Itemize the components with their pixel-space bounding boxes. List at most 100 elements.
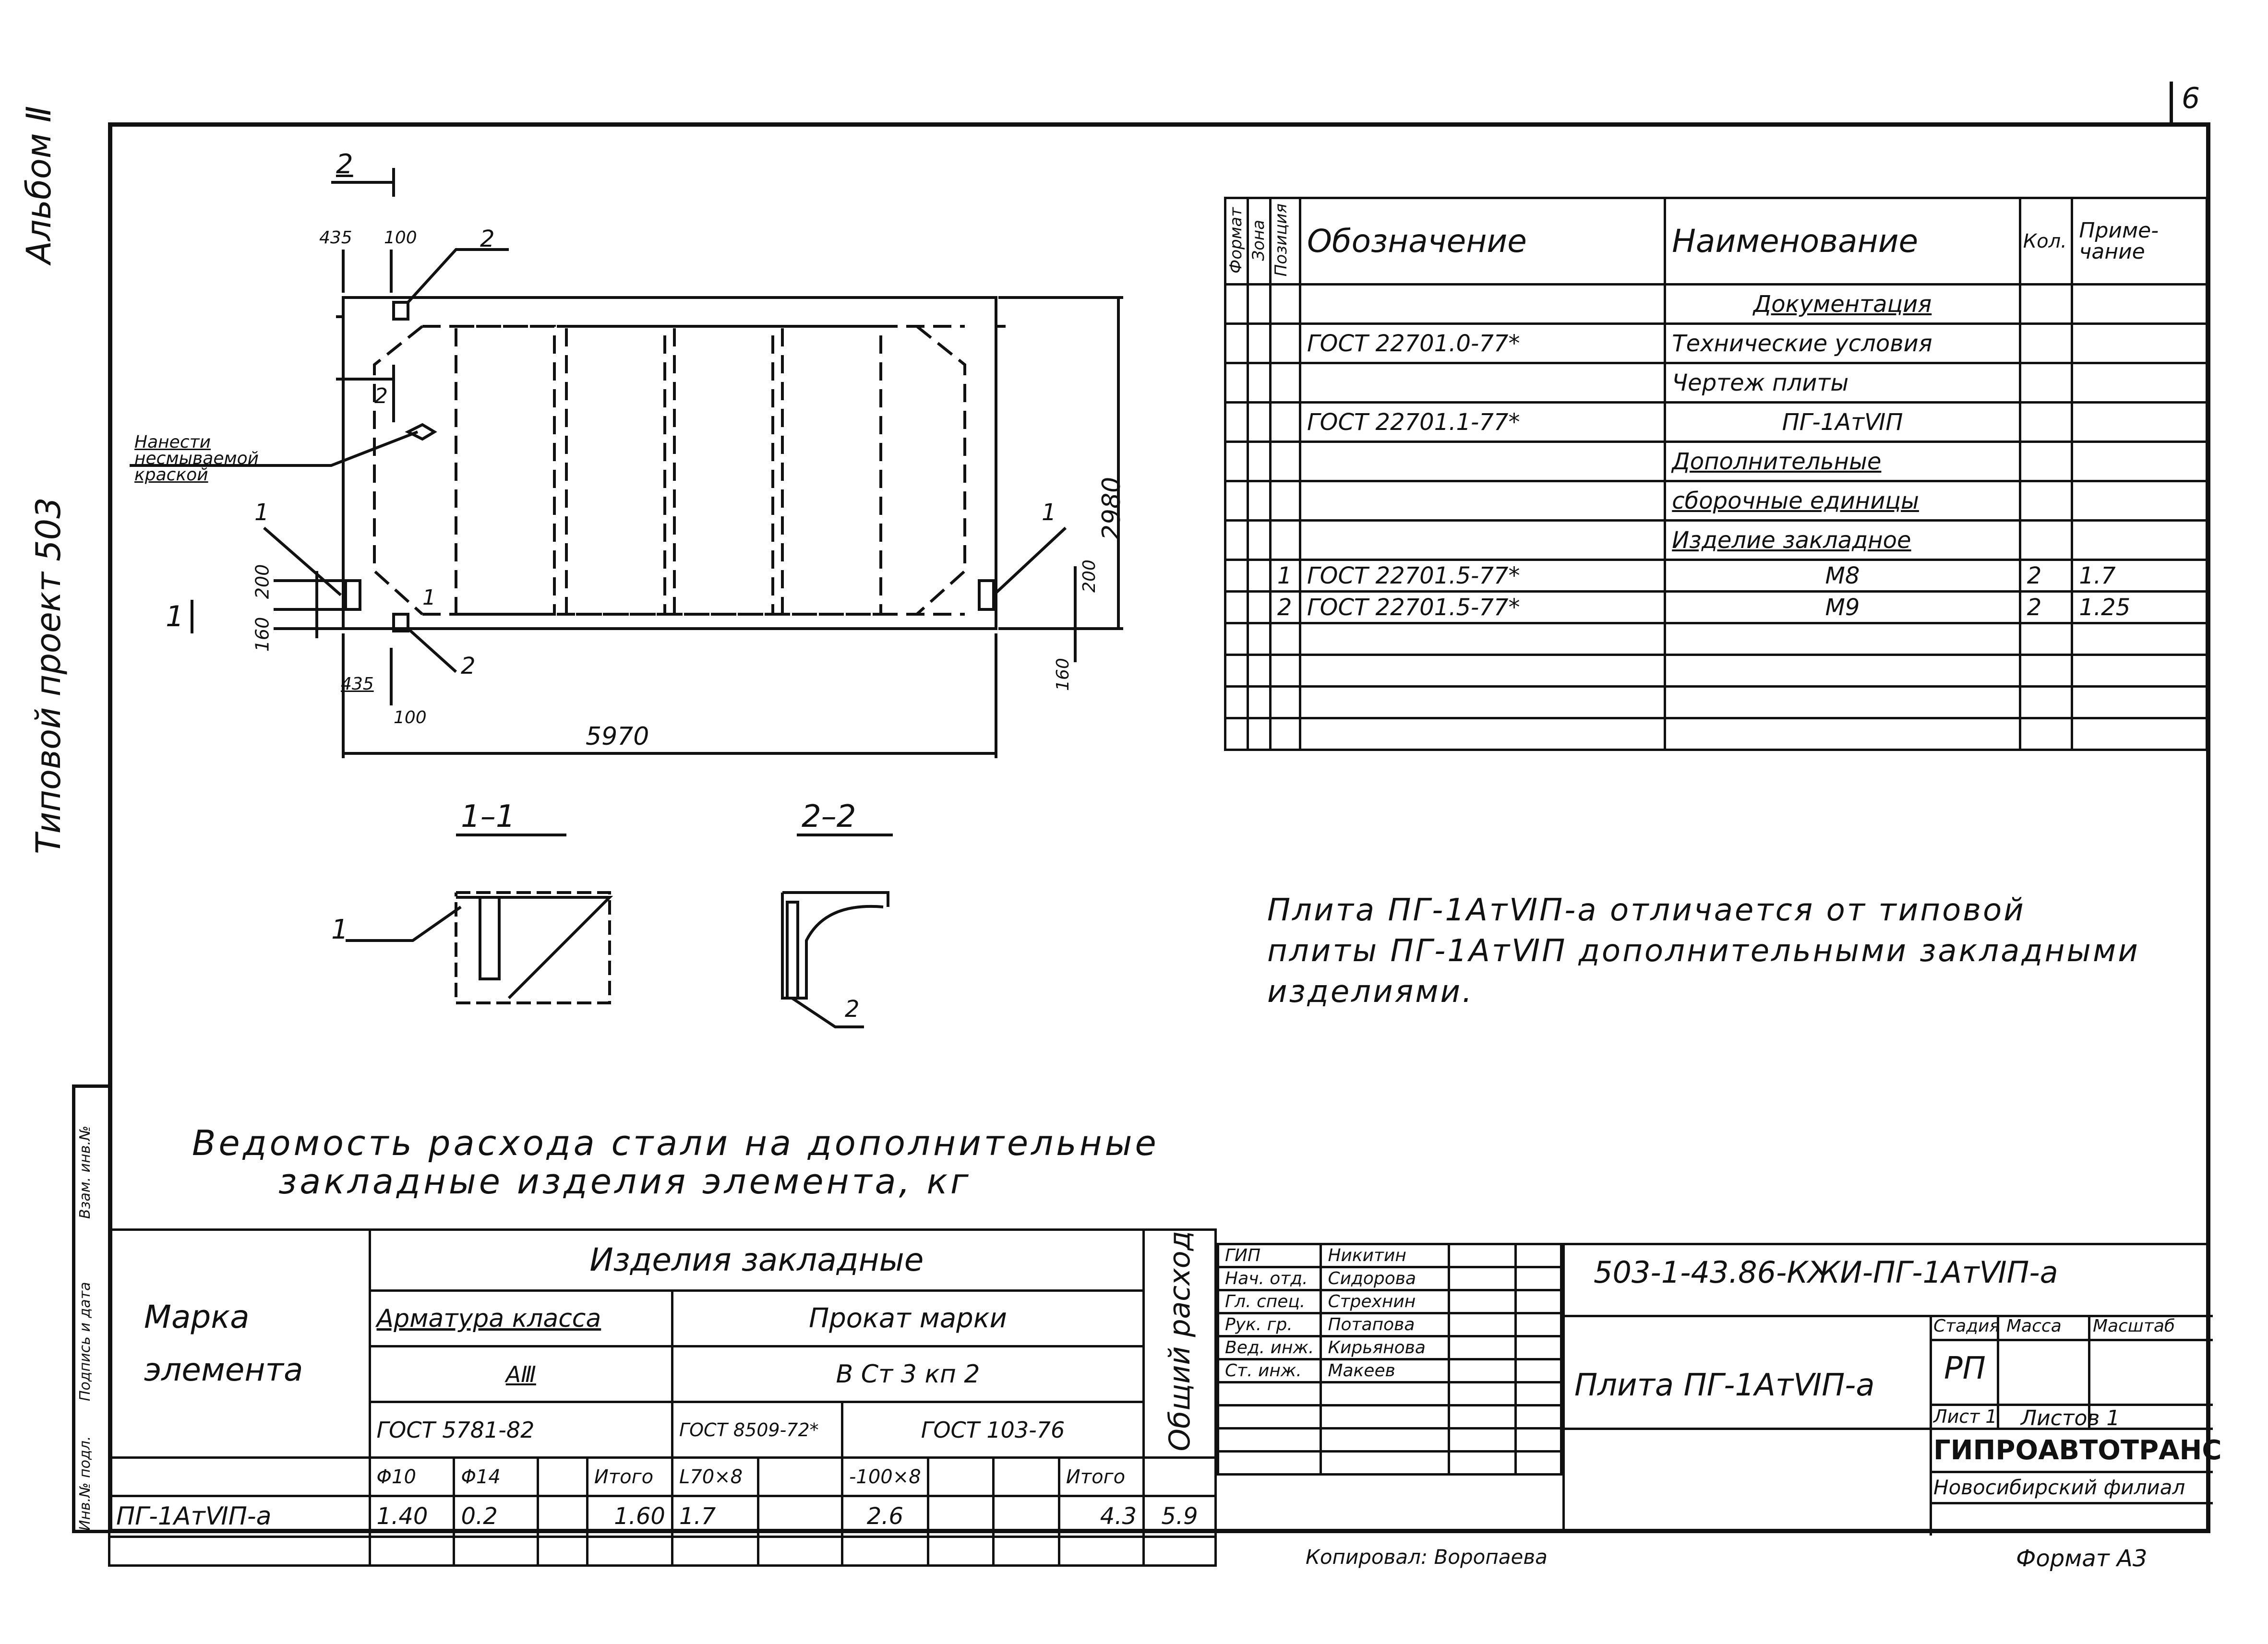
spec-designation: ГОСТ 22701.1-77*: [1298, 401, 1667, 443]
steel-cell: 0.2: [453, 1495, 539, 1538]
title-block-right: 503-1-43.86-КЖИ-ПГ-1АтⅥП-а Плита ПГ-1АтⅥ…: [1562, 1243, 2221, 1536]
steel-gost-rebar: ГОСТ 5781-82: [368, 1401, 673, 1459]
steel-table: Марка элемента Изделия закладные Общий р…: [108, 1228, 1217, 1567]
signer-role: Гл. спец.: [1216, 1289, 1322, 1314]
signer-name: Сидорова: [1320, 1266, 1451, 1291]
spec-qty: [2018, 441, 2074, 482]
spec-note: [2071, 441, 2208, 482]
spec-name: М8: [1664, 559, 2021, 593]
paint-mark-diamond: [405, 423, 437, 441]
dim-bottom-435: 435: [341, 674, 374, 694]
dim-200-right: 200: [1079, 560, 1099, 593]
signer-role: Ст. инж.: [1216, 1358, 1322, 1383]
dim-height: 2980: [1097, 477, 1127, 541]
spec-pos: [1269, 283, 1301, 325]
note-line-2: плиты ПГ-1АтⅥП дополнительными закладным…: [1267, 933, 2140, 969]
page-number-box: [2170, 82, 2214, 125]
steel-title-2: закладные изделия элемента, кг: [278, 1161, 972, 1202]
spec-pos: [1269, 401, 1301, 443]
scale-header: Масштаб: [2093, 1316, 2175, 1336]
doc-title: Плита ПГ-1АтⅥП-а: [1574, 1368, 1875, 1403]
section-2-mark: 2: [845, 996, 860, 1023]
steel-total-header: Общий расход: [1163, 1231, 1197, 1452]
spec-designation: [1298, 519, 1667, 561]
spec-name: ПГ-1АтⅥП: [1664, 401, 2021, 443]
spec-qty: [2018, 283, 2074, 325]
spec-table: Формат Зона Позиция Обозначение Наименов…: [1224, 197, 2208, 751]
paint-note: Нанести несмываемой краской: [134, 432, 259, 485]
spec-name: Чертеж плиты: [1664, 362, 2021, 404]
spec-pos: [1269, 362, 1301, 404]
dim-length: 5970: [586, 722, 649, 751]
steel-rolled: Прокат марки: [671, 1289, 1145, 1348]
spec-note: [2071, 480, 2208, 522]
signer-name: Кирьянова: [1320, 1335, 1451, 1360]
spec-row: Изделие закладное: [1224, 519, 2208, 561]
mark-2-section: 2: [374, 384, 388, 408]
signer-role: Вед. инж.: [1216, 1335, 1322, 1360]
dim-top-100: 100: [384, 228, 417, 248]
steel-cell: 1.40: [368, 1495, 456, 1538]
spec-designation: ГОСТ 22701.5-77*: [1298, 559, 1667, 593]
spec-h-note: Приме-чание: [2071, 197, 2208, 286]
plate-outline: [342, 296, 997, 630]
section-arrow-1-label: 1: [166, 600, 184, 633]
steel-gost-103: ГОСТ 103-76: [840, 1401, 1145, 1459]
steel-mark-header: Марка элемента: [108, 1228, 371, 1459]
spec-h-name: Наименование: [1664, 197, 2021, 286]
spec-designation: [1298, 441, 1667, 482]
spec-qty: [2018, 401, 2074, 443]
spec-note: [2071, 519, 2208, 561]
embedded-item-1-left: [344, 579, 361, 611]
steel-gost-8509: ГОСТ 8509-72*: [671, 1401, 843, 1459]
steel-rolled-grade: В Ст 3 кп 2: [671, 1345, 1145, 1404]
spec-row: ГОСТ 22701.0-77*Технические условия: [1224, 322, 2208, 364]
spec-h-format: Формат: [1226, 207, 1246, 274]
steel-row-mark: ПГ-1АтⅥП-а: [108, 1495, 371, 1538]
steel-embedded-header: Изделия закладные: [368, 1228, 1145, 1292]
spec-h-designation: Обозначение: [1298, 197, 1667, 286]
steel-data-row: ПГ-1АтⅥП-а 1.40 0.2 1.60 1.7 2.6 4.3 5.9: [108, 1495, 1217, 1538]
spec-h-position: Позиция: [1271, 203, 1291, 277]
dim-bottom-100: 100: [394, 708, 427, 727]
spec-designation: [1298, 480, 1667, 522]
spec-note: [2071, 283, 2208, 325]
section-arrow-2-label: 2: [336, 149, 353, 180]
signer-role: ГИП: [1216, 1243, 1322, 1268]
spec-row: [1224, 622, 2208, 656]
spec-row: ГОСТ 22701.1-77*ПГ-1АтⅥП: [1224, 401, 2208, 443]
spec-designation: ГОСТ 22701.5-77*: [1298, 590, 1667, 624]
spec-pos: [1269, 480, 1301, 522]
spec-name: М9: [1664, 590, 2021, 624]
dim-200-left: 200: [252, 564, 273, 599]
page-number: 6: [2182, 82, 2200, 115]
copier-caption: Копировал: Воропаева: [1306, 1545, 1548, 1569]
org-name: ГИПРОАВТОТРАНС: [1933, 1435, 2222, 1466]
mass-header: Масса: [2006, 1316, 2062, 1336]
signer-role: Нач. отд.: [1216, 1266, 1322, 1291]
spec-pos: [1269, 441, 1301, 482]
sheets-label: Листов 1: [2021, 1406, 2120, 1430]
signer-name: Потапова: [1320, 1312, 1451, 1337]
spec-row: [1224, 685, 2208, 719]
stage-header: Стадия: [1933, 1316, 2000, 1336]
note-line-1: Плита ПГ-1АтⅥП-а отличается от типовой: [1267, 893, 2026, 928]
note-line-3: изделиями.: [1267, 974, 1474, 1010]
plate-ribs: [373, 325, 966, 616]
spec-qty: [2018, 480, 2074, 522]
spec-note: 1.25: [2071, 590, 2208, 624]
side-stamp-box: [72, 1084, 112, 1533]
mark-1-right: 1: [1042, 499, 1056, 526]
mark-2-top: 2: [480, 226, 495, 252]
embedded-item-2-bottom: [392, 613, 409, 632]
spec-row: [1224, 717, 2208, 751]
steel-row-total: 5.9: [1142, 1495, 1217, 1538]
steel-sub-100: -100×8: [840, 1456, 929, 1498]
spec-row: сборочные единицы: [1224, 480, 2208, 522]
spec-row: Дополнительные: [1224, 441, 2208, 482]
spec-pos: [1269, 519, 1301, 561]
mark-2-bottom: 2: [461, 653, 476, 679]
spec-note: [2071, 322, 2208, 364]
